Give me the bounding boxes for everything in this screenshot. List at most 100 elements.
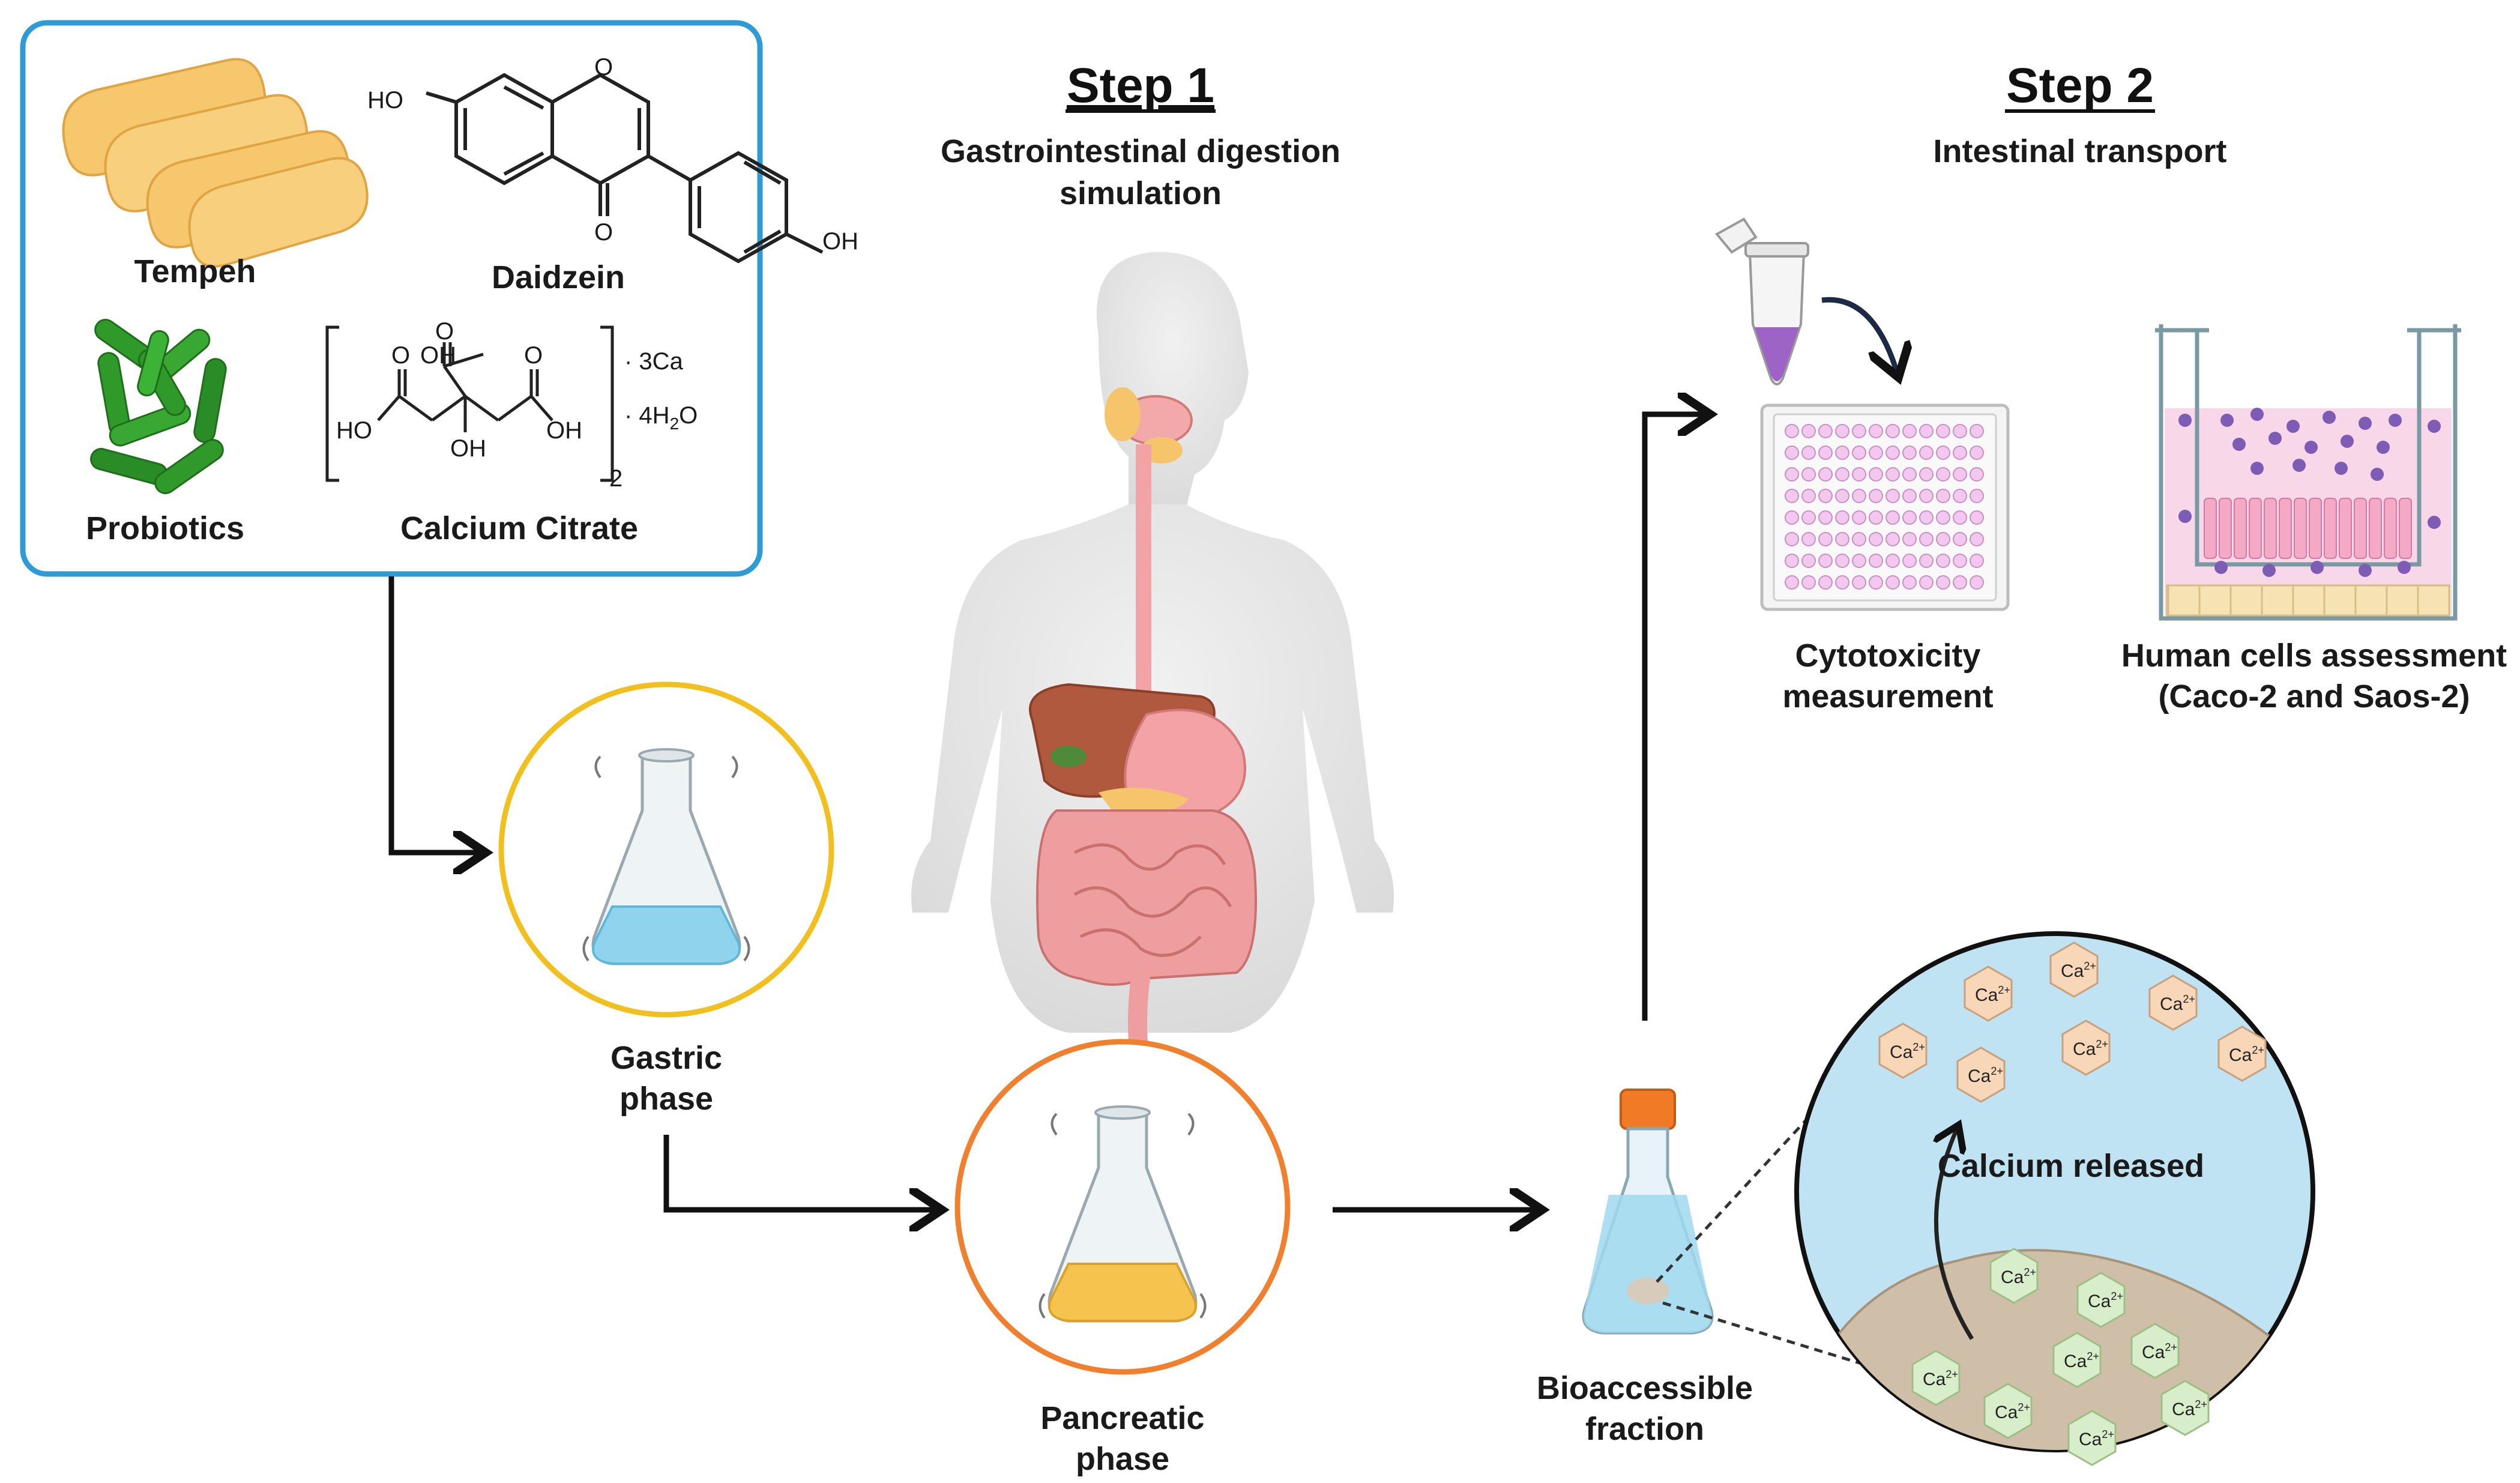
well <box>1936 510 1950 525</box>
calcium-release-zoom <box>1794 931 2315 1452</box>
citrate-oh3: OH <box>546 417 582 444</box>
well <box>1919 489 1934 503</box>
well <box>1970 489 1984 503</box>
svg-text:Ca2+: Ca2+ <box>1975 984 2010 1005</box>
calcium-ion-icon: Ca2+ <box>2052 1332 2102 1388</box>
calcium-ion-icon: Ca2+ <box>2148 974 2198 1031</box>
well <box>1902 510 1917 525</box>
epithelial-cell <box>2384 498 2397 559</box>
well <box>1869 446 1883 460</box>
cell-dot <box>2398 561 2411 574</box>
cells-assessment-label-2: (Caco-2 and Saos-2) <box>2158 678 2470 714</box>
well <box>1818 554 1833 568</box>
calcium-ion-icon: Ca2+ <box>2049 941 2099 998</box>
well <box>1919 424 1934 438</box>
well <box>1953 446 1967 460</box>
well <box>1936 554 1950 568</box>
well <box>1801 510 1816 525</box>
epithelial-cell <box>2264 498 2277 559</box>
well <box>1852 467 1866 482</box>
calcium-citrate-label: Calcium Citrate <box>400 510 638 546</box>
well <box>1919 532 1934 546</box>
citrate-o2: O <box>435 318 454 345</box>
pancreatic-label-1: Pancreatic <box>1040 1400 1204 1436</box>
well <box>1885 446 1900 460</box>
cell-dot <box>2311 561 2324 574</box>
calcium-ion-icon: Ca2+ <box>2067 1410 2117 1466</box>
calcium-citrate-structure <box>325 325 614 482</box>
cell-dot <box>2262 564 2276 577</box>
well <box>1785 532 1799 546</box>
cell-dot <box>2428 516 2441 529</box>
svg-text:Ca2+: Ca2+ <box>2079 1428 2114 1449</box>
well <box>1936 424 1950 438</box>
calcium-ion-icon: Ca2+ <box>1878 1022 1928 1079</box>
svg-text:Ca2+: Ca2+ <box>1890 1041 1925 1062</box>
well <box>1953 510 1967 525</box>
cell-dot <box>2341 435 2354 448</box>
cell-dot <box>2359 564 2372 577</box>
well <box>1785 575 1799 590</box>
well <box>1818 467 1833 482</box>
tempeh-icon <box>62 58 369 268</box>
well <box>1885 510 1900 525</box>
cell-dot <box>2428 420 2441 433</box>
calcium-ion-icon: Ca2+ <box>1989 1248 2039 1304</box>
well <box>1852 424 1866 438</box>
well <box>1902 575 1917 590</box>
citrate-oh2: OH <box>450 435 486 462</box>
step1-subtitle-2: simulation <box>1060 175 1222 211</box>
calcium-ion-icon: Ca2+ <box>1983 1383 2033 1439</box>
well <box>1801 554 1816 568</box>
probiotics-label: Probiotics <box>86 510 244 546</box>
eppendorf-to-plate-arrow <box>1821 297 1897 372</box>
well <box>1801 532 1816 546</box>
calcium-ion-icon: Ca2+ <box>1956 1047 2006 1103</box>
citrate-water: · 4H2O <box>624 402 698 433</box>
calcium-ion-icon: Ca2+ <box>2217 1025 2267 1082</box>
gastric-label-1: Gastric <box>610 1040 722 1076</box>
cell-dot <box>2389 414 2402 427</box>
cell-dot <box>2268 432 2282 445</box>
cell-dot <box>2220 414 2234 427</box>
well <box>1869 489 1883 503</box>
cell-dot <box>2250 408 2264 421</box>
cell-dot <box>2359 417 2372 430</box>
cytotoxicity-label-1: Cytotoxicity <box>1795 638 1980 674</box>
well <box>1936 446 1950 460</box>
probiotics-icon <box>90 318 227 495</box>
well <box>1953 532 1967 546</box>
well <box>1835 424 1849 438</box>
svg-text:Ca2+: Ca2+ <box>2172 1398 2207 1419</box>
well <box>1801 446 1816 460</box>
cell-dot <box>2335 462 2348 475</box>
well <box>1970 446 1984 460</box>
well <box>1936 575 1950 590</box>
bioaccessible-label-2: fraction <box>1585 1411 1704 1447</box>
well <box>1852 489 1866 503</box>
well <box>1902 467 1917 482</box>
svg-text:Ca2+: Ca2+ <box>2088 1290 2123 1311</box>
well <box>1885 489 1900 503</box>
calcium-ion-icon: Ca2+ <box>2130 1323 2180 1379</box>
well <box>1970 467 1984 482</box>
well <box>1953 467 1967 482</box>
calcium-ion-icon: Ca2+ <box>2061 1019 2111 1076</box>
well <box>1852 554 1866 568</box>
well <box>1902 532 1917 546</box>
cell-dot <box>2323 411 2336 424</box>
arrow-box-to-gastric <box>388 576 480 853</box>
well <box>1785 424 1799 438</box>
svg-text:Ca2+: Ca2+ <box>2064 1350 2099 1371</box>
citrate-o1: O <box>391 342 410 369</box>
well <box>1970 575 1984 590</box>
tempeh-label: Tempeh <box>134 253 256 289</box>
gastric-label-2: phase <box>619 1081 713 1117</box>
epithelial-cell <box>2369 498 2382 559</box>
well <box>1835 467 1849 482</box>
human-gi-tract-icon <box>911 252 1394 1078</box>
pancreatic-phase-flask-icon <box>954 1039 1291 1375</box>
epithelial-cell <box>2249 498 2262 559</box>
well <box>1835 489 1849 503</box>
flow-arrows <box>388 414 1705 1210</box>
